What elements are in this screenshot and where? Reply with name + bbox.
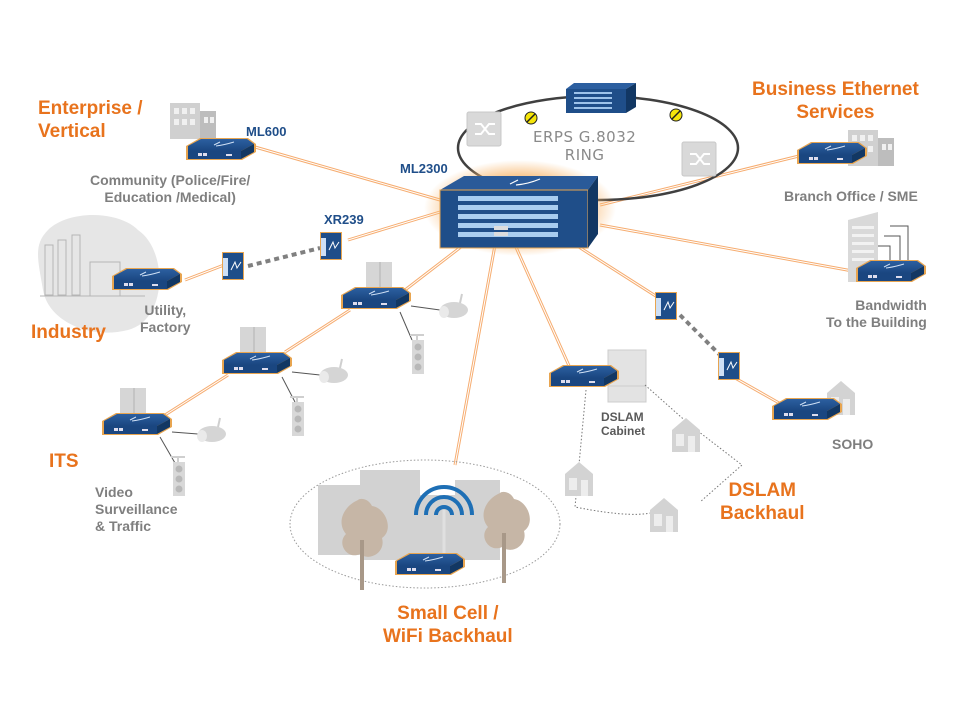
traffic-light-icon — [290, 396, 304, 436]
ring-switch-left-icon — [466, 111, 502, 147]
house-icon — [565, 462, 593, 496]
bandwidth-device-icon — [855, 259, 927, 283]
ring-switch-right-icon — [681, 141, 717, 177]
category-its: ITS — [49, 451, 79, 472]
camera-icon — [318, 358, 349, 384]
its-device-1-icon — [340, 286, 412, 310]
dslam-cabinet-label: DSLAM Cabinet — [601, 410, 646, 439]
hub-ml2300-device-icon — [439, 176, 598, 249]
soho-bridge-2-icon — [717, 351, 741, 381]
category-industry: Industry — [31, 322, 106, 343]
model-ml2300: ML2300 — [400, 161, 448, 176]
its-device-2-icon — [221, 351, 293, 375]
wifi-icon — [414, 485, 474, 516]
soho-label: SOHO — [832, 436, 874, 452]
business-device-icon — [796, 141, 868, 165]
camera-icon — [438, 293, 469, 319]
business-description: Branch Office / SME — [784, 188, 918, 204]
ml600-device-icon — [185, 137, 257, 161]
enterprise-description: Community (Police/Fire/ Education /Medic… — [90, 172, 251, 205]
category-small-cell: Small Cell / WiFi Backhaul — [383, 603, 513, 647]
dslam-loop — [574, 384, 743, 515]
ring-node-device-icon — [566, 83, 636, 113]
bandwidth-description: Bandwidth To the Building — [826, 297, 927, 330]
wireless-link-xr239 — [247, 246, 321, 268]
camera-icon — [196, 417, 227, 443]
small-cell-area — [289, 459, 561, 589]
industry-description: Utility, Factory — [140, 302, 191, 335]
ring-label: ERPS G.8032 RING — [533, 128, 637, 164]
category-business-ethernet: Business Ethernet Services — [752, 79, 919, 123]
its-device-3-icon — [101, 412, 173, 436]
house-icon — [650, 498, 678, 532]
its-description: Video Surveillance & Traffic — [95, 484, 178, 534]
enterprise-building-icon — [170, 103, 216, 139]
wireless-bridge-icon — [221, 251, 245, 281]
dslam-device-icon — [548, 364, 620, 388]
category-dslam-backhaul: DSLAM Backhaul — [720, 480, 805, 524]
house-icon — [672, 418, 700, 452]
soho-bridge-1-icon — [654, 291, 678, 321]
category-enterprise: Enterprise / Vertical — [38, 98, 143, 142]
factory-icon — [38, 215, 160, 333]
model-xr239: XR239 — [324, 212, 364, 227]
soho-device-icon — [771, 397, 843, 421]
industry-device-icon — [111, 267, 183, 291]
xr239-device-icon — [319, 231, 343, 261]
small-cell-device-icon — [394, 552, 466, 576]
ring-marker-icon — [669, 108, 683, 122]
wireless-link-soho — [678, 313, 722, 357]
ring-marker-icon — [524, 111, 538, 125]
model-ml600: ML600 — [246, 124, 287, 139]
tree-icon — [483, 491, 530, 583]
traffic-light-icon — [410, 334, 424, 374]
